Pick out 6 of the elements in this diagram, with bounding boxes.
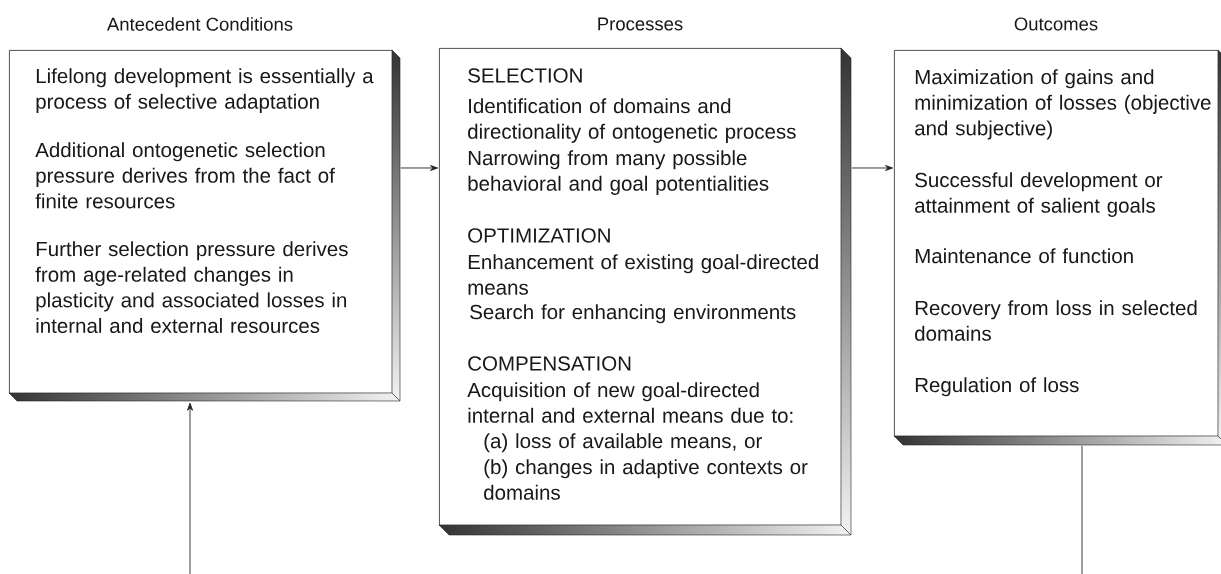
column-heading: Antecedent Conditions bbox=[106, 17, 293, 31]
column-heading: Processes bbox=[598, 17, 683, 31]
column-heading: Outcomes bbox=[1014, 17, 1098, 31]
arrow bbox=[851, 165, 894, 171]
arrow bbox=[187, 402, 193, 574]
arrow bbox=[400, 165, 439, 171]
